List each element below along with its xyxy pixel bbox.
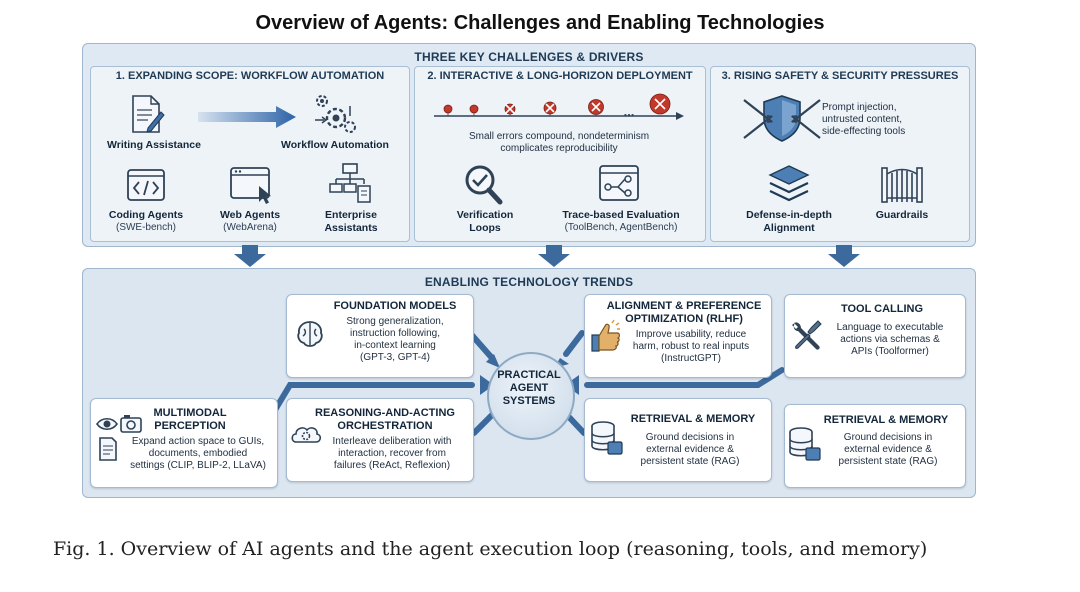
guardrails-label: Guardrails (875, 209, 929, 221)
safety-heading: 3. RISING SAFETY & SECURITY PRESSURES (721, 70, 959, 82)
challenges-heading: THREE KEY CHALLENGES & DRIVERS (414, 50, 644, 64)
hub-label-3: SYSTEMS (502, 395, 556, 407)
practical-agent-systems-hub (487, 352, 575, 440)
alignment-title-1: ALIGNMENT & PREFERENCE (606, 300, 762, 312)
retrieval-outer-desc-1: Ground decisions in (843, 432, 933, 443)
safety-note-1: Prompt injection, (822, 102, 897, 113)
foundation-desc-2: instruction following, (349, 328, 441, 339)
verification-label-2: Loops (469, 222, 501, 234)
verification-label-1: Verification (456, 209, 514, 221)
hub-label-1: PRACTICAL (497, 369, 561, 381)
retrieval-inner-title: RETRIEVAL & MEMORY (630, 413, 756, 425)
multimodal-title-1: MULTIMODAL (153, 407, 227, 419)
reasoning-title-1: REASONING-AND-ACTING (315, 407, 455, 419)
retrieval-inner-desc-2: external evidence & (646, 444, 734, 455)
magnifier-check-icon (465, 165, 503, 205)
multimodal-title-2: PERCEPTION (154, 420, 226, 432)
brain-chip-icon (297, 321, 323, 347)
shield-arrows-icon (743, 95, 821, 142)
alignment-title-2: OPTIMIZATION (RLHF) (625, 313, 743, 325)
foundation-desc-1: Strong generalization, (346, 316, 444, 327)
workflow-automation-label: Workflow Automation (281, 139, 389, 151)
trace-graph-icon (599, 165, 639, 201)
trace-eval-sub: (ToolBench, AgentBench) (564, 222, 678, 233)
trends-heading: ENABLING TECHNOLOGY TRENDS (424, 275, 634, 289)
tool-calling-desc-2: actions via schemas & (840, 334, 940, 345)
interactive-heading: 2. INTERACTIVE & LONG-HORIZON DEPLOYMENT (427, 70, 693, 82)
safety-note-2: untrusted content, (822, 114, 903, 125)
thumbs-up-icon (591, 319, 620, 352)
reasoning-desc-1: Interleave deliberation with (332, 436, 452, 447)
eye-camera-doc-icon (96, 415, 142, 461)
interactive-note-2: complicates reproducibility (500, 143, 618, 154)
org-chart-icon (329, 163, 371, 203)
multimodal-card (90, 398, 278, 488)
scope-heading: 1. EXPANDING SCOPE: WORKFLOW AUTOMATION (115, 70, 385, 82)
retrieval-memory-card-outer (784, 404, 966, 488)
retrieval-memory-card-inner (584, 398, 772, 482)
workflow-gears-icon (315, 95, 356, 133)
wrench-screwdriver-icon (792, 320, 822, 350)
retrieval-outer-desc-2: external evidence & (844, 444, 932, 455)
multimodal-desc-1: Expand action space to GUIs, (131, 436, 265, 447)
layers-icon (768, 165, 810, 202)
retrieval-outer-title: RETRIEVAL & MEMORY (823, 414, 949, 426)
defense-label-1: Defense-in-depth (746, 209, 832, 221)
down-arrow-left (234, 245, 266, 267)
multimodal-desc-3: settings (CLIP, BLIP-2, LLaVA) (130, 460, 266, 471)
writing-assistance-label: Writing Assistance (107, 139, 201, 151)
trace-eval-label: Trace-based Evaluation (562, 209, 680, 221)
reasoning-desc-2: interaction, recover from (338, 448, 446, 459)
hub-label-2: AGENT (509, 382, 549, 394)
down-arrow-middle (538, 245, 570, 267)
safety-subpanel: 3. RISING SAFETY & SECURITY PRESSURES (710, 66, 970, 242)
enterprise-label-1: Enterprise (325, 209, 377, 221)
tool-calling-card (784, 294, 966, 378)
safety-note-3: side-effecting tools (822, 126, 906, 137)
tool-calling-desc-1: Language to executable (836, 322, 944, 333)
retrieval-inner-desc-1: Ground decisions in (645, 432, 735, 443)
brain-gear-cloud-icon (291, 427, 322, 443)
interactive-note-1: Small errors compound, nondeterminism (468, 131, 650, 142)
web-browser-icon (230, 167, 271, 204)
web-agents-label: Web Agents (219, 209, 281, 221)
scope-arrow-icon (198, 106, 296, 128)
multimodal-desc-2: documents, embodied (148, 448, 248, 459)
timeline-ellipsis: ... (623, 104, 635, 119)
reasoning-title-2: ORCHESTRATION (337, 420, 433, 432)
foundation-desc-4: (GPT-3, GPT-4) (359, 352, 430, 363)
coding-agents-label: Coding Agents (108, 209, 184, 221)
coding-agents-sub: (SWE-bench) (115, 222, 176, 233)
down-arrow-right (828, 245, 860, 267)
foundation-desc-3: in-context learning (354, 340, 436, 351)
tool-calling-desc-3: APIs (Toolformer) (851, 346, 929, 357)
code-window-icon (127, 169, 165, 201)
web-agents-sub: (WebArena) (223, 222, 277, 233)
document-pencil-icon (132, 95, 165, 133)
reasoning-desc-3: failures (ReAct, Reflexion) (333, 460, 451, 471)
figure-caption: Fig. 1. Overview of AI agents and the ag… (53, 538, 928, 560)
defense-label-2: Alignment (763, 222, 815, 234)
retrieval-outer-desc-3: persistent state (RAG) (838, 456, 938, 467)
database-icon (789, 427, 821, 461)
retrieval-inner-desc-3: persistent state (RAG) (640, 456, 740, 467)
figure-title: Overview of Agents: Challenges and Enabl… (255, 12, 825, 34)
alignment-desc-1: Improve usability, reduce (635, 329, 747, 340)
error-timeline-icon (434, 93, 684, 120)
foundation-models-title: FOUNDATION MODELS (333, 300, 457, 312)
tool-calling-title: TOOL CALLING (840, 303, 924, 315)
alignment-desc-2: harm, robust to real inputs (632, 341, 750, 352)
database-icon (591, 421, 623, 455)
enterprise-label-2: Assistants (324, 222, 378, 234)
alignment-desc-3: (InstructGPT) (660, 353, 721, 364)
guardrail-gate-icon (881, 167, 923, 203)
